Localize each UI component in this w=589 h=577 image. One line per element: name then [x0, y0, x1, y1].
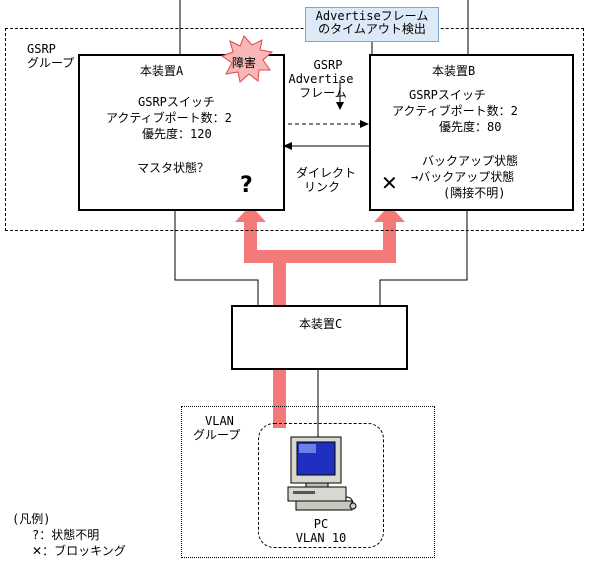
pc-line2: VLAN 10: [295, 531, 347, 545]
legend-blocking-icon: ✕: [32, 544, 43, 558]
device-a-line1: GSRPスイッチ: [138, 95, 215, 109]
direct-link-line1: ダイレクト: [295, 166, 356, 180]
vlan-group-line2: グループ: [193, 428, 241, 442]
timeout-callout-line1: Advertiseフレーム: [315, 9, 429, 23]
gsrp-group-line2: グループ: [27, 56, 75, 70]
direct-link-arrowhead: [283, 142, 292, 150]
direct-link-line2: リンク: [303, 180, 340, 194]
device-b-state3: (隣接不明): [443, 186, 506, 200]
gsrp-group-line1: GSRP: [27, 42, 56, 56]
vlan-group-frame: [181, 406, 435, 558]
legend-item-unknown: ?：状態不明: [32, 528, 100, 542]
blocking-icon: ✕: [381, 171, 398, 195]
timeout-arrowhead: [336, 102, 344, 110]
vlan-10-frame: [258, 423, 384, 548]
device-b-line2: アクティブポート数：2: [392, 104, 518, 118]
advertise-label-line3: フレーム: [299, 86, 347, 100]
device-b[interactable]: 本装置B GSRPスイッチ アクティブポート数：2 優先度：80 バックアップ状…: [369, 54, 574, 211]
timeout-callout-line2: のタイムアウト検出: [318, 22, 426, 36]
device-a[interactable]: 本装置A GSRPスイッチ アクティブポート数：2 優先度：120 マスタ状態？…: [78, 54, 285, 211]
device-c[interactable]: 本装置C: [231, 305, 408, 370]
pc-label: PC VLAN 10: [281, 517, 361, 545]
device-b-state1: バックアップ状態: [422, 154, 519, 168]
legend: (凡例) ?：状態不明 ✕：ブロッキング: [12, 512, 126, 558]
device-a-state: マスタ状態？: [137, 161, 210, 175]
device-b-line1: GSRPスイッチ: [409, 88, 486, 102]
link-a-c: [174, 210, 259, 306]
advertise-label-line1: GSRP: [313, 58, 343, 72]
device-a-title: 本装置A: [140, 64, 184, 78]
device-a-line2: アクティブポート数：2: [106, 111, 232, 125]
fault-label: 障害: [232, 56, 257, 70]
gsrp-group-frame: [5, 28, 584, 231]
link-b-c: [379, 210, 468, 306]
device-b-state2: →バックアップ状態: [411, 170, 515, 184]
vlan-group-label: VLAN グループ: [193, 414, 240, 442]
legend-item-blocking: ✕：ブロッキング: [12, 544, 126, 558]
advertise-label: GSRP Advertise フレーム: [288, 58, 368, 100]
device-b-title: 本装置B: [432, 64, 476, 78]
pc-line1: PC: [313, 517, 329, 531]
timeout-callout: Advertiseフレーム のタイムアウト検出: [305, 7, 439, 42]
advertise-label-line2: Advertise: [288, 72, 354, 86]
unknown-state-icon: ?: [240, 173, 253, 198]
gsrp-group-label: GSRP グループ: [27, 42, 74, 70]
direct-link-label: ダイレクト リンク: [290, 166, 362, 194]
device-c-title: 本装置C: [299, 317, 343, 331]
legend-blocking-text: ：ブロッキング: [42, 544, 126, 558]
vlan-group-line1: VLAN: [205, 414, 234, 428]
device-a-line3: 優先度：120: [142, 127, 212, 141]
device-b-line3: 優先度：80: [439, 120, 502, 134]
legend-title: (凡例): [12, 512, 51, 526]
advertise-arrowhead: [360, 120, 369, 128]
